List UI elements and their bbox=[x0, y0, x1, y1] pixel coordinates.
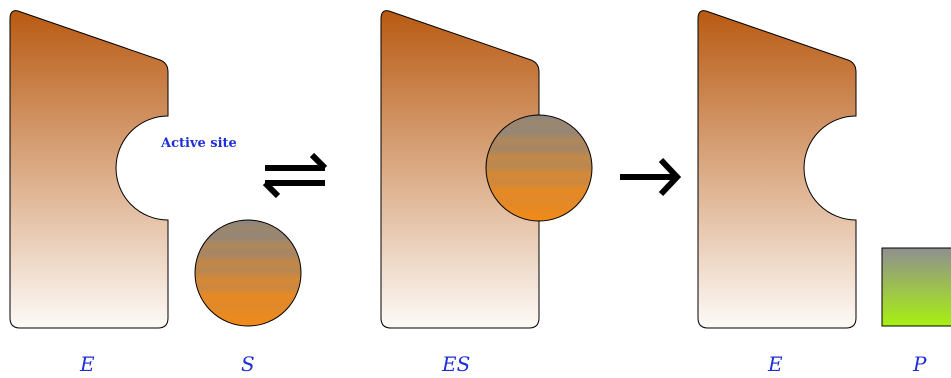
forward-arrow-icon bbox=[620, 157, 682, 197]
active-site-label: Active site bbox=[160, 136, 237, 151]
label-product: P bbox=[912, 352, 927, 376]
product-square bbox=[881, 247, 951, 327]
bound-substrate-circle bbox=[485, 114, 593, 222]
label-substrate: S bbox=[241, 352, 255, 376]
substrate-circle bbox=[194, 219, 302, 327]
equilibrium-arrow-icon bbox=[262, 152, 328, 199]
label-complex: ES bbox=[441, 352, 470, 376]
label-enzyme-after: E bbox=[767, 352, 783, 376]
enzyme-released-shape bbox=[697, 10, 857, 329]
label-enzyme: E bbox=[79, 352, 95, 376]
enzyme-shape bbox=[9, 10, 169, 329]
